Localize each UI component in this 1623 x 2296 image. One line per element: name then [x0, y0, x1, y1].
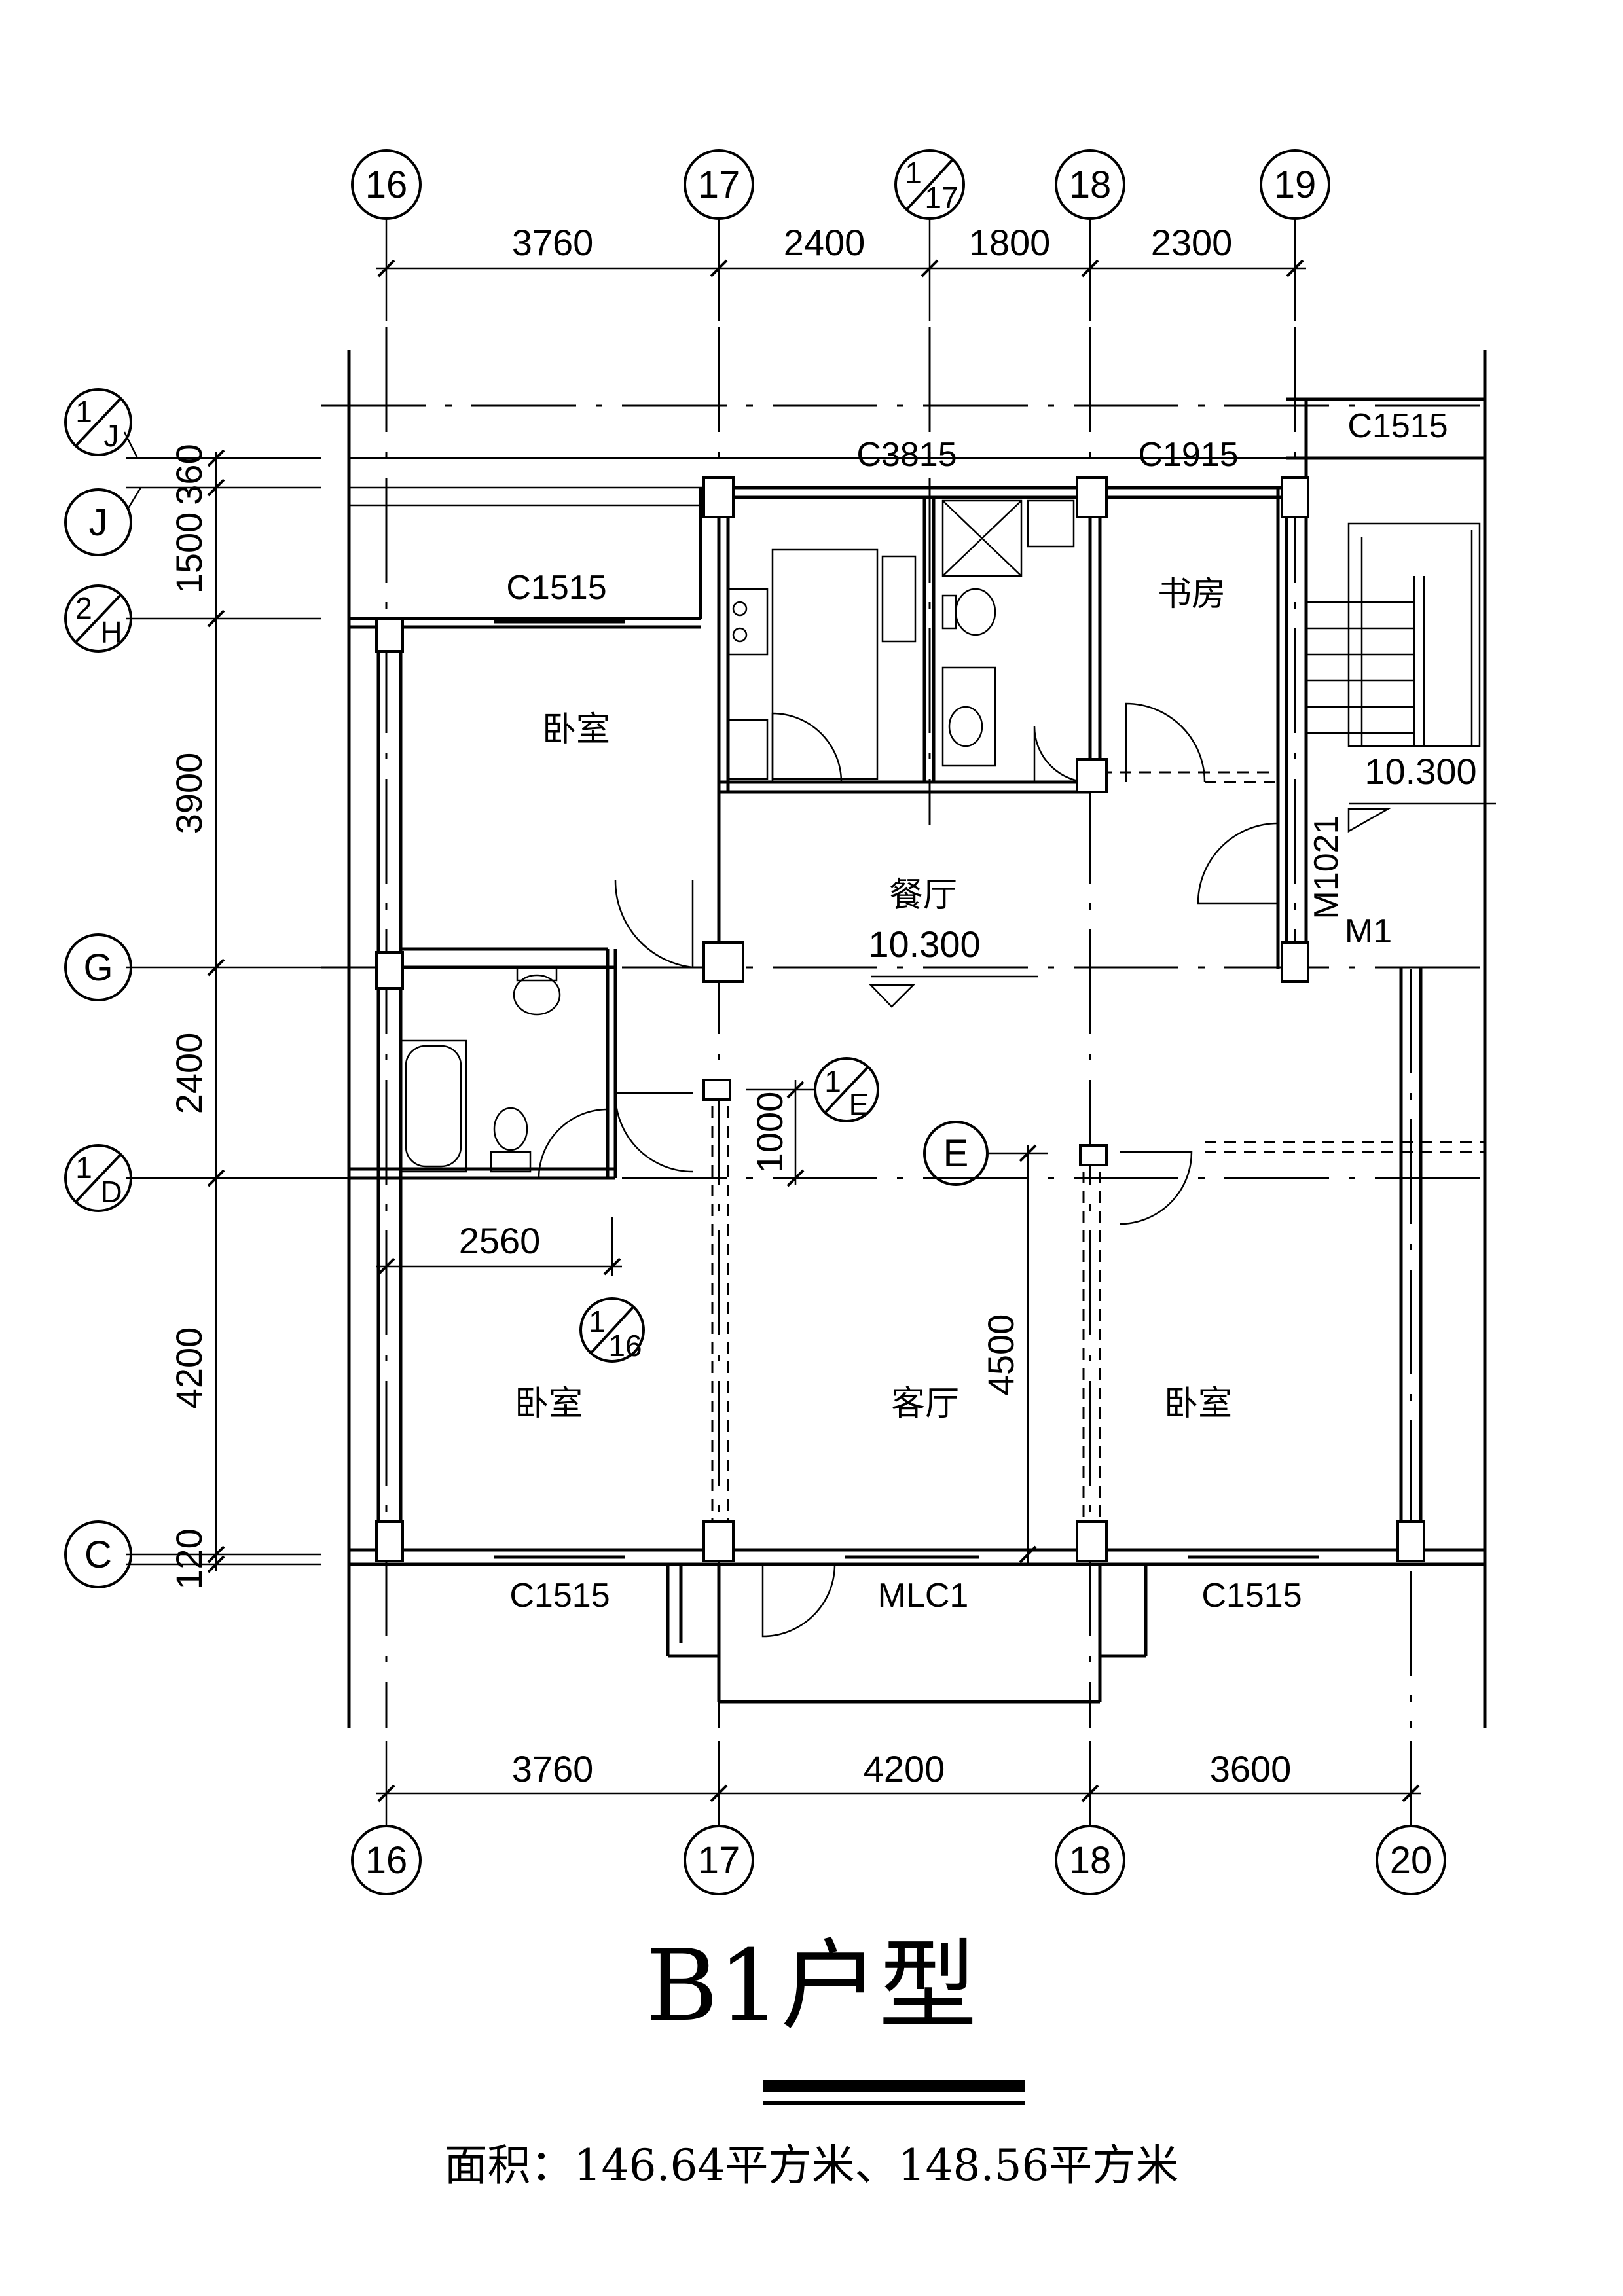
window-c1515-bottom-right: C1515: [1201, 1577, 1302, 1615]
window-labels: C3815 C1915 C1515 C1515 C1515 MLC1 C1515: [506, 407, 1448, 1615]
dim-bottom-3760: 3760: [512, 1748, 594, 1789]
axis-bubble-top-1-17-den: 17: [924, 181, 958, 215]
axis-bubble-bottom-20: 20: [1390, 1839, 1432, 1882]
axis-bubble-left-1-D-den: D: [100, 1175, 122, 1209]
dim-1000: 1000: [749, 1092, 790, 1174]
dim-left-2400: 2400: [168, 1033, 210, 1115]
window-c3815: C3815: [856, 436, 957, 474]
area-caption: 面积：146.64平方米、148.56平方米: [444, 2140, 1179, 2191]
axis-bubble-top-19: 19: [1274, 164, 1317, 206]
axis-bubble-left-2-H-num: 2: [75, 591, 92, 625]
title-underline-thin: [763, 2101, 1025, 2105]
dim-4500: 4500: [980, 1314, 1021, 1396]
dim-left-120: 120: [168, 1528, 210, 1589]
axis-bubble-left-1-J-num: 1: [75, 395, 92, 429]
dim-bottom-3600: 3600: [1210, 1748, 1292, 1789]
room-bedroom-se: 卧室: [1164, 1384, 1232, 1424]
inner-labels: 1 E 1000 E 4500 2560 1 16: [376, 1057, 1048, 1564]
window-c1515-bottom-left: C1515: [509, 1577, 610, 1615]
axis-bubble-top-1-17-num: 1: [905, 156, 922, 190]
axis-bubble-left-J: J: [89, 501, 108, 544]
dim-top-2400: 2400: [784, 222, 866, 263]
axis-bubble-left-1-D-num: 1: [75, 1151, 92, 1185]
axis-bubble-top-18: 18: [1069, 164, 1112, 206]
window-c1515-nw: C1515: [506, 569, 606, 607]
walls: [347, 350, 1487, 1728]
level-dining: 10.300: [868, 924, 980, 965]
axis-bubble-left-1-J-den: J: [104, 419, 119, 453]
top-axis-labels: 16 17 1 17 18 19 3760 2400 1800 2300: [351, 149, 1330, 321]
grid-axes: [321, 327, 1499, 1728]
door-m1021: M1021: [1307, 816, 1345, 920]
dim-left-3900: 3900: [168, 753, 210, 834]
room-labels: 卧室 餐厅 书房 卧室 客厅 卧室: [515, 575, 1232, 1424]
axis-bubble-left-2-H-den: H: [100, 615, 122, 649]
room-study: 书房: [1158, 575, 1226, 614]
detail-bubble-1-16-den: 16: [608, 1329, 642, 1363]
dim-left-360: 360: [168, 444, 210, 505]
room-bedroom-nw: 卧室: [542, 710, 610, 749]
dim-top-2300: 2300: [1151, 222, 1233, 263]
dim-2560: 2560: [459, 1220, 541, 1261]
plan-title: B1户型: [646, 1929, 977, 2043]
bottom-axis-labels: 3760 4200 3600 16 17 18 20: [351, 1741, 1446, 1895]
axis-bubble-top-16: 16: [365, 164, 408, 206]
axis-bubble-top-17: 17: [698, 164, 740, 206]
level-marks: 10.300 10.300: [868, 751, 1496, 1008]
dim-bottom-4200: 4200: [864, 1748, 945, 1789]
room-dining: 餐厅: [889, 876, 957, 915]
window-mlc1: MLC1: [878, 1577, 969, 1615]
dim-left-4200: 4200: [168, 1327, 210, 1409]
doors: [538, 702, 1279, 1638]
axis-bubble-bottom-18: 18: [1069, 1839, 1112, 1882]
room-living: 客厅: [891, 1384, 959, 1424]
detail-bubble-1-E-num: 1: [824, 1064, 841, 1098]
title-underline-thick: [763, 2080, 1025, 2092]
dim-left-1500: 1500: [168, 512, 210, 594]
level-stair: 10.300: [1364, 751, 1476, 792]
axis-bubble-left-G: G: [83, 946, 113, 989]
detail-bubble-E: E: [943, 1132, 969, 1175]
axis-bubble-bottom-17: 17: [698, 1839, 740, 1882]
door-labels: M1021 M1: [1307, 816, 1392, 951]
detail-bubble-1-16-num: 1: [589, 1304, 606, 1338]
door-m1: M1: [1345, 912, 1392, 950]
axis-bubble-left-C: C: [84, 1534, 112, 1576]
left-axis-labels: 360 1500 3900 2400 4200 120 1 J J 2 H G …: [64, 388, 321, 1590]
window-c1515-top-right: C1515: [1347, 407, 1448, 445]
dim-top-3760: 3760: [512, 222, 594, 263]
room-bedroom-sw: 卧室: [515, 1384, 583, 1424]
columns: [375, 476, 1425, 1562]
detail-bubble-1-E-den: E: [849, 1087, 869, 1121]
dim-top-1800: 1800: [969, 222, 1051, 263]
window-c1915: C1915: [1138, 436, 1238, 474]
axis-bubble-bottom-16: 16: [365, 1839, 408, 1882]
